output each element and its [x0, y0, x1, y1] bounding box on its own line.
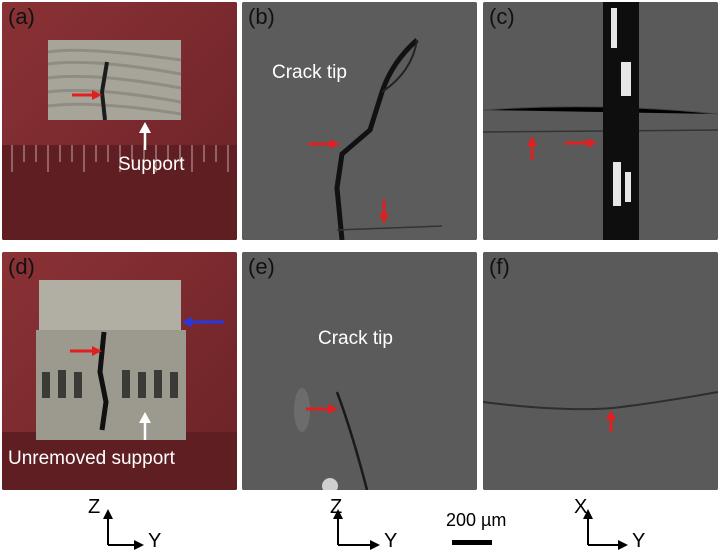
- red-arrow-icon: [306, 404, 338, 414]
- crack-tip-caption: Crack tip: [272, 62, 347, 83]
- panel-label-c: (c): [489, 4, 515, 29]
- support-caption: Support: [118, 154, 185, 175]
- white-arrow-icon: [139, 412, 151, 440]
- panel-label-a: (a): [8, 4, 35, 29]
- axis-y-label: Y: [632, 530, 646, 552]
- red-arrow-icon: [606, 410, 616, 432]
- scale-bar-line: [452, 540, 492, 545]
- panel-label-f: (f): [489, 254, 510, 279]
- panel-f: (f): [483, 252, 718, 490]
- scale-bar-label: 200 µm: [446, 510, 507, 530]
- panel-f-image: [483, 252, 718, 490]
- blue-arrow-icon: [182, 317, 224, 327]
- axes-1: Z Y: [86, 497, 176, 552]
- axis-y-label: Y: [148, 530, 162, 552]
- axis-x-label: X: [574, 496, 588, 518]
- unremoved-support-caption: Unremoved support: [8, 448, 175, 469]
- scale-bar: 200 µm: [440, 510, 550, 554]
- crack-tip-caption-e: Crack tip: [318, 328, 393, 349]
- panel-d: (d) Unremoved support: [2, 252, 237, 490]
- panel-label-d: (d): [8, 254, 35, 279]
- panel-c: (c): [483, 2, 718, 240]
- panel-c-image: [483, 2, 718, 240]
- panel-a: (a) Support: [2, 2, 237, 240]
- red-arrow-icon: [72, 90, 102, 100]
- axes-3: X Y: [562, 497, 662, 552]
- panel-label-b: (b): [248, 4, 275, 29]
- red-arrow-icon: [527, 136, 537, 160]
- axis-z-label: Z: [88, 496, 101, 518]
- axis-z-label: Z: [330, 496, 343, 518]
- red-arrow-icon: [379, 200, 389, 224]
- panel-e: (e) Crack tip: [242, 252, 477, 490]
- panel-d-image: [2, 252, 237, 490]
- red-arrow-icon: [565, 138, 597, 148]
- red-arrow-icon: [308, 139, 340, 149]
- white-arrow-icon: [139, 122, 151, 150]
- red-arrow-icon: [70, 346, 102, 356]
- panel-e-image: [242, 252, 477, 490]
- panel-b: (b) Crack tip: [242, 2, 477, 240]
- panel-b-image: [242, 2, 477, 240]
- axes-2: Z Y: [314, 497, 414, 552]
- axis-y-label: Y: [384, 530, 398, 552]
- panel-a-image: [2, 2, 237, 240]
- panel-label-e: (e): [248, 254, 275, 279]
